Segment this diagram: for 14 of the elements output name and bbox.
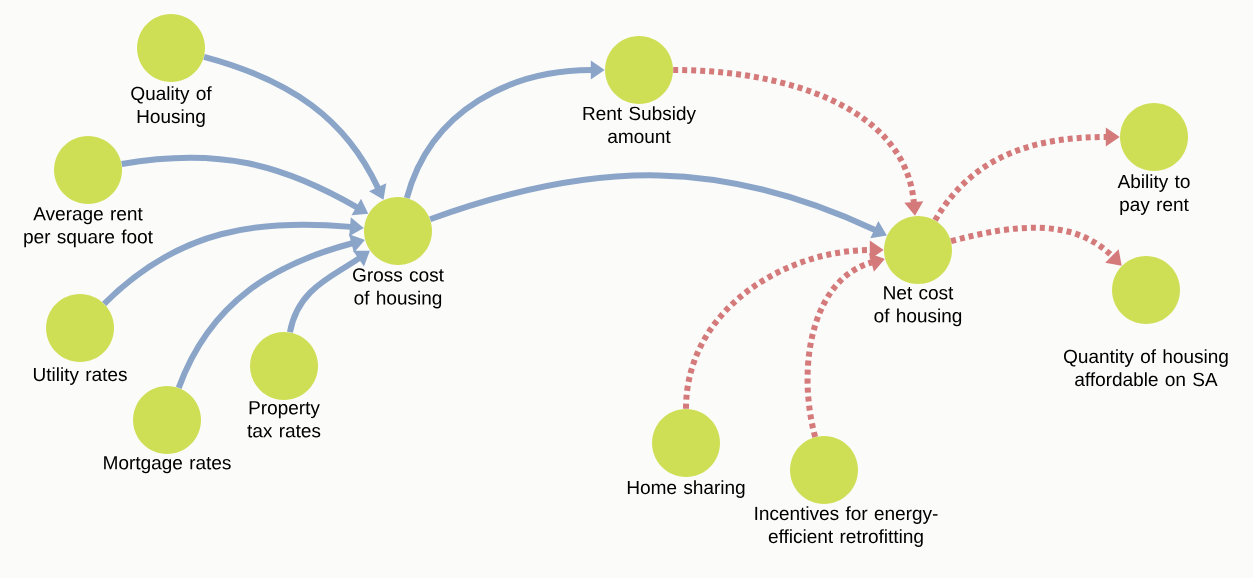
node-label: Ability to pay rent (1117, 174, 1190, 215)
node-label: Net cost of housing (874, 286, 962, 327)
node-label: Quality of Housing (131, 86, 212, 127)
node-label: Average rent per square foot (24, 207, 153, 248)
node-label: Mortgage rates (104, 456, 231, 474)
node-label: Utility rates (33, 367, 127, 385)
node-label: Incentives for energy-efficient retrofitting (755, 506, 938, 547)
node-label: Quantity of housing affordable on SA (1064, 349, 1228, 387)
node-label: Home sharing (627, 480, 745, 498)
arrow (950, 224, 1122, 266)
arrow (287, 250, 370, 333)
node-label: Rent Subsidy amount (583, 106, 696, 144)
node-label: Property tax rates (247, 401, 321, 438)
node-label: Gross cost of housing (353, 268, 444, 309)
